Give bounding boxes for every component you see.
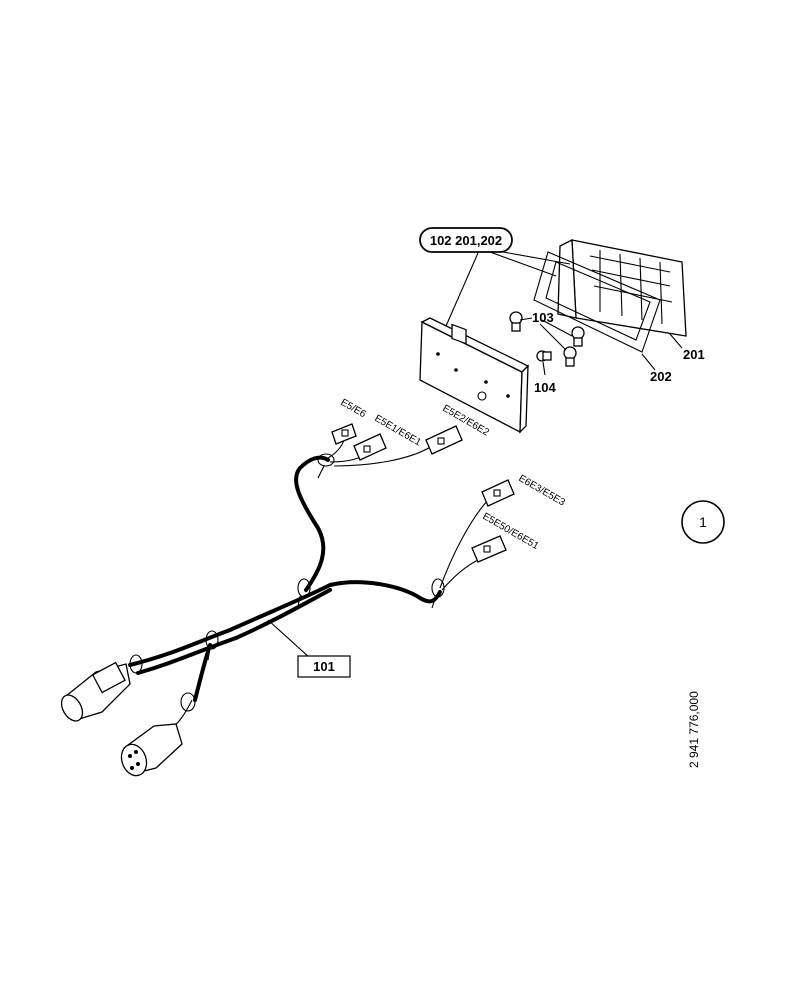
- connector-e6e3-e5e3[interactable]: [481, 479, 515, 507]
- connector-e5e2-e6e2[interactable]: [425, 425, 463, 455]
- connector-e5e50-e6e51[interactable]: [471, 535, 507, 563]
- cable-clip[interactable]: [205, 630, 219, 661]
- label-e6e3-e5e3: E6E3/E5E3: [517, 473, 568, 509]
- bulb-icon[interactable]: [509, 311, 523, 332]
- secondary-plug-connector[interactable]: [117, 723, 183, 779]
- cable-clip[interactable]: [129, 654, 143, 674]
- bulb-icon[interactable]: [571, 326, 585, 347]
- leader-lines: [267, 249, 683, 659]
- label-e5-e6: E5/E6: [339, 397, 368, 420]
- cable-clip[interactable]: [180, 692, 196, 712]
- callout-103: 103: [532, 310, 554, 325]
- lamp-housing[interactable]: [557, 238, 687, 337]
- connector-e5-e6[interactable]: [331, 423, 357, 445]
- callout-102-201-202: 102 201,202: [419, 227, 513, 253]
- connector-e5e1-e6e1[interactable]: [353, 433, 387, 461]
- main-plug-connector[interactable]: [57, 661, 131, 725]
- svg-text:1: 1: [699, 514, 707, 530]
- mounting-plate[interactable]: [419, 317, 530, 434]
- gasket[interactable]: [533, 251, 661, 353]
- bulb-icon[interactable]: [563, 346, 577, 367]
- drawing-number: 2 941 776,000: [687, 691, 701, 768]
- cable-clip[interactable]: [297, 578, 311, 607]
- cable-clip[interactable]: [431, 578, 445, 609]
- cable-clip[interactable]: [317, 453, 335, 479]
- svg-text:102 201,202: 102 201,202: [430, 233, 502, 248]
- callout-201: 201: [683, 347, 705, 362]
- small-bulb-icon[interactable]: [536, 350, 552, 362]
- callout-101: 101: [297, 655, 351, 678]
- callout-202: 202: [650, 369, 672, 384]
- figure-number: 1: [681, 500, 725, 544]
- callout-104: 104: [534, 380, 556, 395]
- svg-text:101: 101: [313, 659, 335, 674]
- wiring-harness[interactable]: [128, 455, 442, 702]
